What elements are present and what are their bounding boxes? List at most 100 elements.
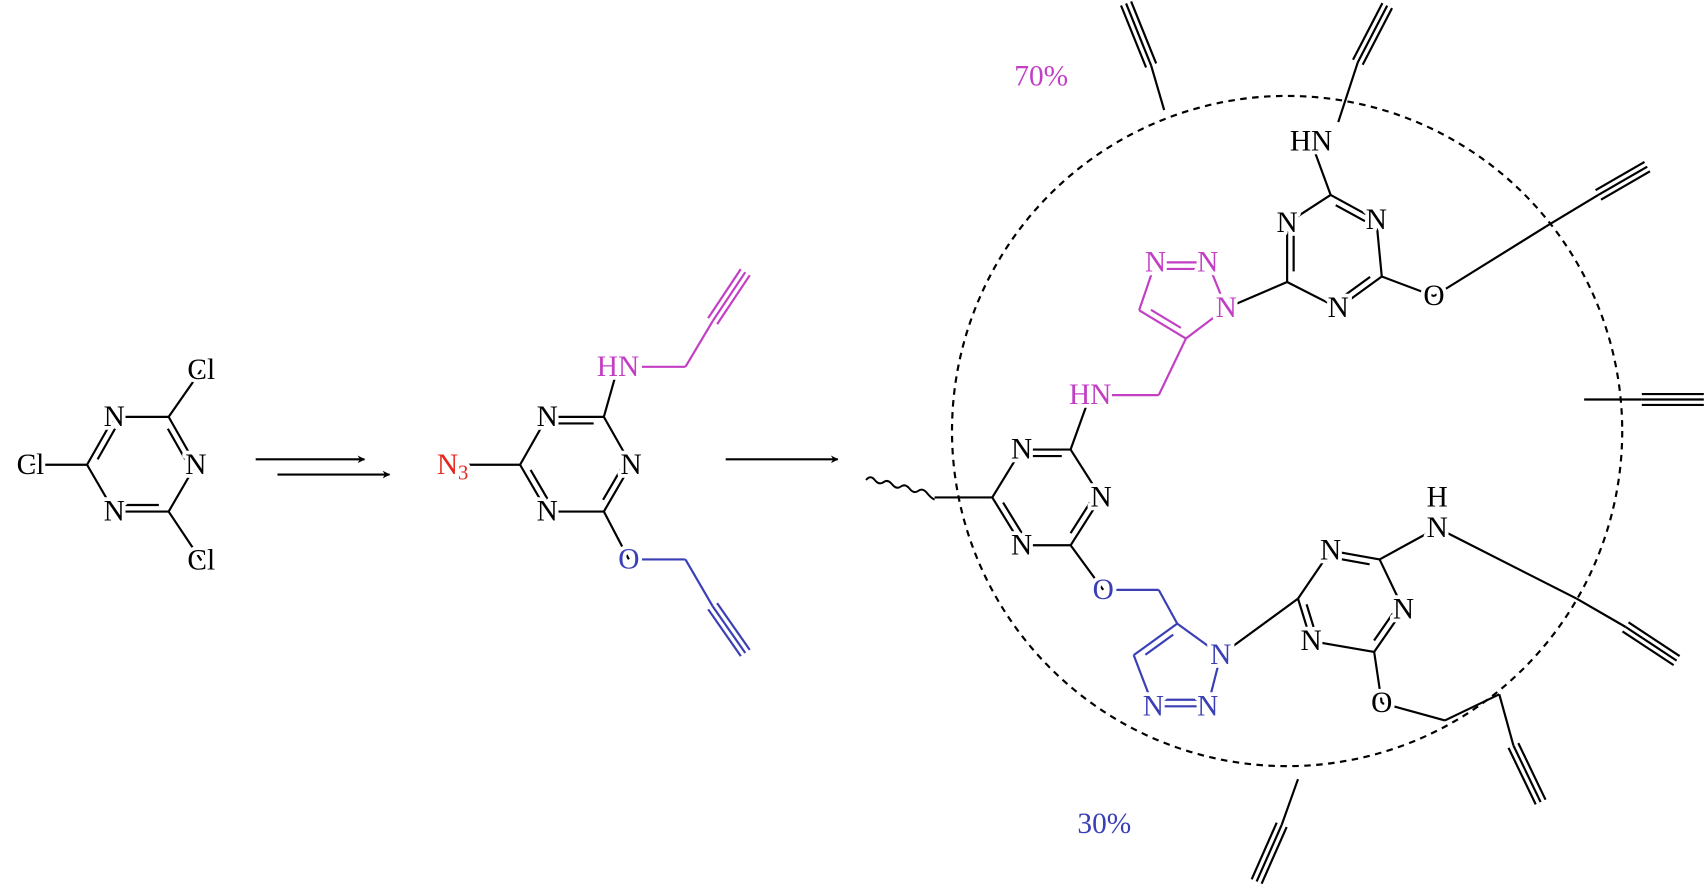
single-bond xyxy=(519,416,549,466)
azide-subscript: 3 xyxy=(458,462,468,484)
single-bond xyxy=(1157,589,1179,625)
single-bond xyxy=(1206,654,1222,707)
single-bond xyxy=(602,366,620,418)
atom-n: N xyxy=(1393,593,1414,625)
single-bond xyxy=(602,416,632,466)
double-bond-inner xyxy=(1144,633,1174,656)
single-bond xyxy=(1185,307,1227,340)
triple-bond xyxy=(1595,160,1646,192)
double-bond xyxy=(1337,275,1383,309)
single-bond xyxy=(167,510,203,562)
double-bond xyxy=(602,464,632,513)
single-bond xyxy=(1375,219,1383,277)
triple-bond xyxy=(1507,747,1537,805)
triple-bond xyxy=(1130,1,1158,64)
single-bond xyxy=(1498,694,1515,746)
atom-o: O xyxy=(1093,574,1114,606)
atom-o: O xyxy=(1423,280,1444,312)
single-bond xyxy=(1225,280,1288,310)
atom-n: N xyxy=(1300,625,1321,657)
double-bond-inner xyxy=(1338,557,1370,566)
atom-n: N xyxy=(1427,512,1448,544)
triple-bond xyxy=(1600,170,1651,201)
triple-bond xyxy=(1260,826,1288,885)
ether-fraction-label: 30% xyxy=(1077,808,1131,840)
atom-n: N xyxy=(1328,292,1349,324)
atom-n: N xyxy=(1011,529,1032,561)
triple-bond xyxy=(1624,625,1678,662)
double-bond xyxy=(1330,549,1380,561)
double-bond-inner xyxy=(1305,603,1316,632)
surface-attachment-wavy xyxy=(865,476,935,501)
crosslinked-product: 70% 30% HN N N N O N N N HN N N N O N N … xyxy=(1007,60,1451,840)
single-bond xyxy=(1150,65,1166,111)
single-bond xyxy=(1297,550,1332,600)
single-bond xyxy=(1157,338,1187,396)
single-bond xyxy=(991,448,1023,498)
single-bond xyxy=(167,464,197,513)
single-bond xyxy=(1069,394,1092,450)
atom-cl: Cl xyxy=(187,545,215,577)
atom-n: N xyxy=(1366,204,1387,236)
atom-n: N xyxy=(104,401,125,433)
single-bond xyxy=(1069,544,1105,591)
single-bond xyxy=(1220,597,1299,657)
single-bond xyxy=(167,369,203,418)
azide-group: N3 xyxy=(437,449,469,485)
double-bond xyxy=(519,464,549,513)
single-bond xyxy=(1280,778,1300,826)
single-bond xyxy=(684,320,714,368)
double-bond xyxy=(167,416,197,466)
atom-h: H xyxy=(1427,481,1448,513)
single-bond xyxy=(1286,194,1332,225)
double-bond xyxy=(1373,608,1405,653)
triple-bond xyxy=(1356,5,1389,63)
single-bond xyxy=(1373,651,1383,704)
atom-hn: HN xyxy=(1290,126,1332,158)
triple-bond xyxy=(716,602,751,651)
atom-n: N xyxy=(1320,535,1341,567)
single-bond xyxy=(1310,141,1332,196)
triple-bond xyxy=(1517,742,1547,801)
cyanuric-chloride: Cl N Cl N N Cl xyxy=(13,350,219,580)
double-bond-inner xyxy=(1335,204,1366,223)
triple-bond xyxy=(1352,2,1384,61)
single-bond xyxy=(1138,262,1157,311)
double-bond xyxy=(991,496,1023,546)
triple-bond xyxy=(1125,3,1153,66)
single-bond xyxy=(1381,275,1435,298)
double-bond xyxy=(1138,309,1187,340)
triazole-n: N xyxy=(1145,246,1166,278)
single-bond xyxy=(684,558,714,607)
atom-n: N xyxy=(185,449,206,481)
double-bond-inner xyxy=(1150,308,1182,329)
double-bond-inner xyxy=(1373,612,1394,642)
triple-bond xyxy=(707,608,742,657)
double-bond-inner xyxy=(96,428,116,460)
amine-fraction-label: 70% xyxy=(1014,60,1068,92)
single-bond xyxy=(1069,448,1102,498)
triple-bond xyxy=(716,274,751,325)
atom-cl: Cl xyxy=(187,354,215,386)
triazole-n: N xyxy=(1216,292,1237,324)
atom-hn: HN xyxy=(597,351,639,383)
triazole-n: N xyxy=(1210,639,1231,671)
single-bond xyxy=(1444,693,1500,722)
double-bond xyxy=(1330,193,1377,221)
bonds-layer xyxy=(30,1,1704,885)
single-bond xyxy=(86,464,116,513)
atom-n: N xyxy=(1011,434,1032,466)
triple-bond xyxy=(1597,165,1648,196)
triazole-n: N xyxy=(1143,690,1164,722)
triple-bond xyxy=(711,271,747,322)
nanoparticle-boundary xyxy=(950,94,1624,768)
triazole-n: N xyxy=(1197,246,1218,278)
double-bond-inner xyxy=(1002,502,1023,534)
atom-n: N xyxy=(537,401,558,433)
single-bond xyxy=(1286,281,1339,310)
atom-n: N xyxy=(1277,207,1298,239)
azido-triazine-intermediate: HN N N3 N N O xyxy=(433,347,645,579)
triple-bond xyxy=(707,268,742,319)
double-bond-inner xyxy=(166,428,187,460)
